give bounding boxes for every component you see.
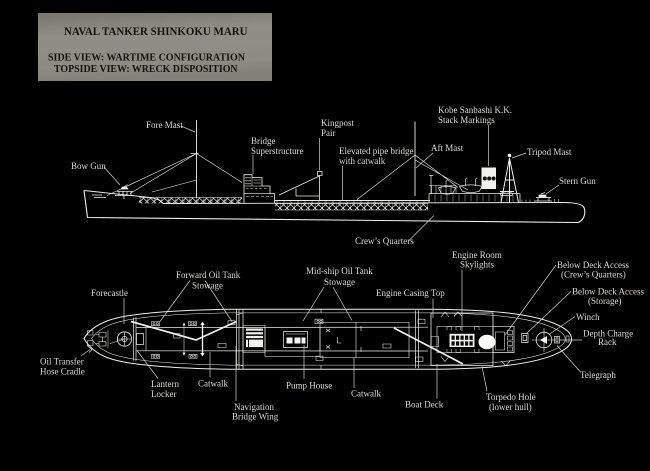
svg-text:Depth Charge: Depth Charge	[583, 329, 633, 339]
svg-text:Engine Casing Top: Engine Casing Top	[376, 288, 445, 298]
svg-text:Stowage: Stowage	[324, 277, 355, 287]
svg-text:Boat Deck: Boat Deck	[405, 400, 444, 410]
svg-text:Oil Transfer: Oil Transfer	[40, 357, 84, 367]
svg-text:Pump House: Pump House	[286, 381, 332, 391]
svg-text:Crew’s Quarters: Crew’s Quarters	[355, 236, 414, 246]
svg-text:Skylights: Skylights	[460, 260, 495, 270]
svg-text:Bow Gun: Bow Gun	[71, 161, 106, 171]
svg-text:Mid-ship Oil Tank: Mid-ship Oil Tank	[306, 266, 373, 276]
svg-text:Fore Mast: Fore Mast	[146, 120, 183, 130]
svg-text:Locker: Locker	[151, 389, 176, 399]
svg-text:Catwalk: Catwalk	[198, 379, 228, 389]
svg-text:Forecastle: Forecastle	[91, 288, 128, 298]
svg-text:Below Deck Access: Below Deck Access	[557, 260, 629, 270]
svg-text:Engine Room: Engine Room	[452, 250, 502, 260]
svg-text:Superstructure: Superstructure	[251, 146, 303, 156]
svg-text:Winch: Winch	[576, 312, 600, 322]
svg-text:Navigation: Navigation	[234, 402, 274, 412]
svg-text:Lantern: Lantern	[151, 379, 179, 389]
svg-text:Torpedo Hole: Torpedo Hole	[486, 392, 536, 402]
svg-text:Telegraph: Telegraph	[580, 370, 616, 380]
svg-text:Stowage: Stowage	[192, 281, 223, 291]
svg-text:(lower hull): (lower hull)	[489, 402, 532, 412]
svg-text:Catwalk: Catwalk	[351, 389, 381, 399]
svg-text:Stern Gun: Stern Gun	[559, 176, 596, 186]
svg-text:Stack Markings: Stack Markings	[438, 115, 495, 125]
svg-text:Kingpost: Kingpost	[321, 118, 355, 128]
svg-text:(Crew’s Quarters): (Crew’s Quarters)	[561, 270, 626, 280]
svg-text:Kobe Sanbashi K.K.: Kobe Sanbashi K.K.	[438, 105, 512, 115]
svg-text:with catwalk: with catwalk	[339, 156, 386, 166]
svg-text:Aft Mast: Aft Mast	[431, 143, 464, 153]
svg-text:TOPSIDE VIEW: WRECK DISPOSITI: TOPSIDE VIEW: WRECK DISPOSITION	[54, 64, 238, 75]
svg-text:Tripod Mast: Tripod Mast	[527, 147, 572, 157]
svg-text:Bridge: Bridge	[251, 136, 276, 146]
svg-text:Pair: Pair	[321, 128, 336, 138]
svg-text:Below Deck Access: Below Deck Access	[572, 287, 644, 297]
svg-text:Elevated pipe bridge: Elevated pipe bridge	[339, 146, 413, 156]
svg-text:Bridge Wing: Bridge Wing	[232, 412, 279, 422]
svg-text:Forward Oil Tank: Forward Oil Tank	[176, 270, 241, 280]
svg-text:Hose Cradle: Hose Cradle	[40, 367, 85, 377]
svg-text:NAVAL TANKER SHINKOKU MARU: NAVAL TANKER SHINKOKU MARU	[64, 24, 248, 38]
svg-text:SIDE VIEW: WARTIME CONFIGURAT: SIDE VIEW: WARTIME CONFIGURATION	[48, 52, 246, 63]
svg-text:(Storage): (Storage)	[588, 296, 622, 306]
svg-text:Rack: Rack	[598, 337, 617, 347]
